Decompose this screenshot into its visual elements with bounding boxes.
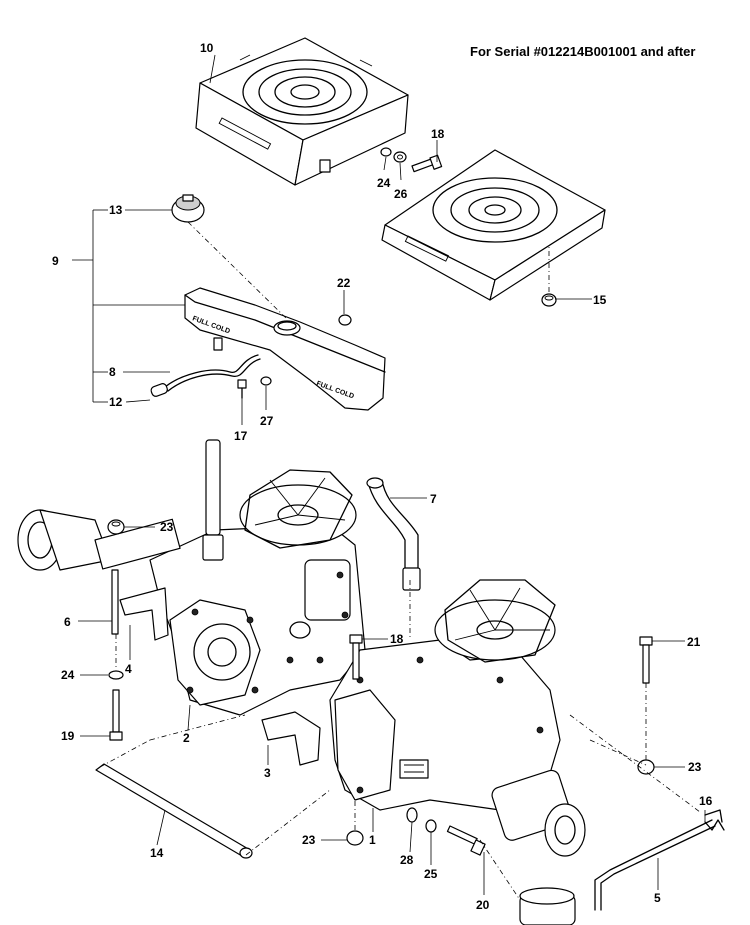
nut-22[interactable] [338,314,352,326]
expansion-tank-9[interactable]: FULL COLD FULL COLD [184,287,386,411]
callout-8: 8 [109,365,116,379]
callout-22: 22 [337,276,351,290]
callout-7: 7 [430,492,437,506]
stud-6[interactable] [111,569,119,635]
callout-15: 15 [593,293,607,307]
bracket-3[interactable] [261,711,321,766]
bolt-19[interactable] [109,689,123,741]
callout-16: 16 [699,794,713,808]
callout-labels: 10 18 24 26 15 22 13 9 8 12 17 27 7 23 6… [52,41,713,912]
nut-23-left[interactable] [107,519,125,535]
callout-25: 25 [424,867,438,881]
bolt-21[interactable] [639,636,653,684]
nut-23-right[interactable] [637,759,655,775]
callout-10: 10 [200,41,214,55]
washer-24-left[interactable] [108,670,124,680]
cooling-fan-left[interactable] [239,469,357,549]
callout-26: 26 [394,187,408,201]
callout-21: 21 [687,635,701,649]
washer-27[interactable] [260,376,272,386]
oil-filter[interactable] [519,887,576,925]
nut-25[interactable] [425,819,437,833]
bolt-18-top[interactable] [411,154,443,173]
callout-20: 20 [476,898,490,912]
callout-6: 6 [64,615,71,629]
tank-cap-13[interactable] [171,194,205,223]
hose-cap-12[interactable] [150,383,168,398]
callout-14: 14 [150,846,164,860]
callout-13: 13 [109,203,123,217]
callout-5: 5 [654,891,661,905]
callout-23-left: 23 [160,520,174,534]
callout-3: 3 [264,766,271,780]
assembly-lines [99,221,701,901]
washer-28[interactable] [406,807,418,823]
fan-shroud-cover-right[interactable] [381,149,606,301]
rod-14[interactable] [95,763,253,859]
nut-15[interactable] [541,293,557,307]
callout-19: 19 [61,729,75,743]
callout-24-left: 24 [61,668,75,682]
callout-2: 2 [183,731,190,745]
breather-tube-7[interactable] [366,477,421,591]
callout-23-bottom: 23 [302,833,316,847]
transaxle-right-1[interactable] [329,639,561,811]
transaxle-left-2[interactable] [149,524,366,716]
cooling-fan-right[interactable] [434,579,556,663]
nut-26[interactable] [393,151,407,163]
callout-28: 28 [400,853,414,867]
callout-17: 17 [234,429,248,443]
callout-9: 9 [52,254,59,268]
serial-caption: For Serial #012214B001001 and after [470,44,696,59]
callout-12: 12 [109,395,123,409]
axle-hub-left[interactable] [17,509,181,571]
clip-16[interactable] [704,819,725,831]
callout-4: 4 [125,662,132,676]
overflow-hose-8[interactable] [164,354,261,392]
nut-23-bottom[interactable] [346,830,364,846]
bolt-20[interactable] [446,825,486,856]
leader-lines [72,54,706,895]
bracket-4[interactable] [119,587,169,641]
callout-18-mid: 18 [390,632,404,646]
callout-24-top: 24 [377,176,391,190]
rod-5[interactable] [594,809,723,911]
axle-hub-right[interactable] [490,768,586,857]
washer-24-top[interactable] [380,147,392,157]
bolt-17[interactable] [237,379,247,399]
callout-23-right: 23 [688,760,702,774]
breather-tube-left[interactable] [202,439,224,561]
callout-18-top: 18 [431,127,445,141]
callout-1: 1 [369,833,376,847]
callout-27: 27 [260,414,274,428]
fan-shroud-cover-10[interactable] [195,37,409,186]
